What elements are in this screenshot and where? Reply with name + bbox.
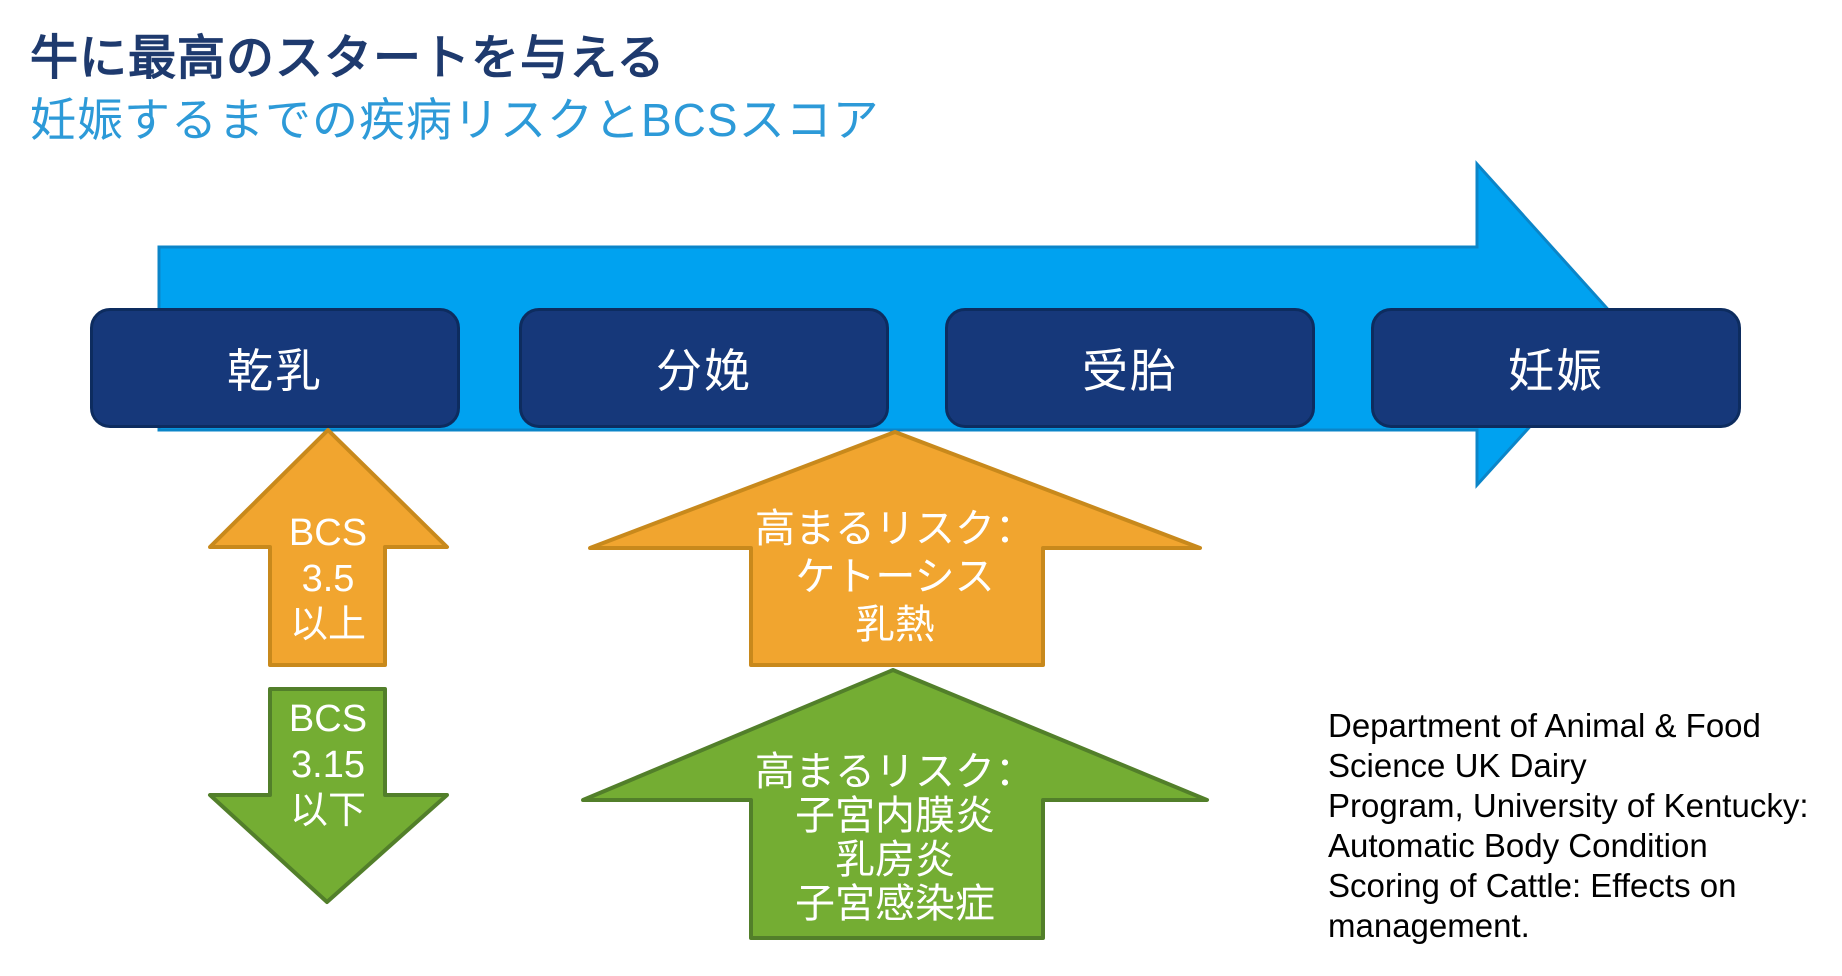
citation-block: Department of Animal & Food Science UK D… (1328, 706, 1809, 946)
bcs-high-up-arrow-icon (208, 428, 449, 667)
bcs-high-line: 以上 (289, 604, 367, 646)
bcs-low-line: 3.15 (291, 744, 365, 786)
bcs-high-line: BCS (288, 512, 368, 554)
bcs-low-line: BCS (288, 698, 368, 740)
stage-box-dry-off: 乾乳 (90, 308, 460, 428)
citation-line: Scoring of Cattle: Effects on (1328, 867, 1737, 904)
stage-box-pregnancy: 妊娠 (1371, 308, 1741, 428)
calving-risk-line: ケトーシス (795, 555, 995, 599)
bcs-low-down-arrow-icon (208, 687, 449, 904)
calving-risk-label: 高まるリスク： ケトーシス 乳熱 (755, 505, 1035, 649)
bcs-low-line: 以下 (289, 790, 367, 832)
calving-risk-line: 乳熱 (855, 603, 935, 647)
calving-risk-up-arrow-icon (588, 430, 1202, 667)
citation-line: management. (1328, 907, 1530, 944)
citation-line: Program, University of Kentucky: (1328, 787, 1809, 824)
slide-title: 牛に最高のスタートを与える (30, 32, 666, 85)
bcs-high-label: BCS 3.5 以上 (289, 510, 367, 648)
postpartum-risk-label: 高まるリスク： 子宮内膜炎 乳房炎 子宮感染症 (755, 750, 1035, 926)
bcs-high-line: 3.5 (301, 558, 355, 600)
slide-subtitle: 妊娠するまでの疾病リスクとBCSスコア (30, 94, 880, 146)
postpartum-risk-line: 乳房炎 (835, 838, 955, 882)
calving-risk-line: 高まるリスク： (755, 507, 1035, 551)
postpartum-risk-up-arrow-icon (581, 668, 1209, 940)
postpartum-risk-line: 子宮感染症 (795, 882, 995, 926)
postpartum-risk-line: 高まるリスク： (755, 750, 1035, 794)
citation-line: Science UK Dairy (1328, 747, 1587, 784)
stage-box-calving: 分娩 (519, 308, 889, 428)
bcs-low-label: BCS 3.15 以下 (289, 696, 367, 834)
stage-box-conception: 受胎 (945, 308, 1315, 428)
postpartum-risk-line: 子宮内膜炎 (795, 794, 995, 838)
citation-line: Department of Animal & Food (1328, 707, 1761, 744)
citation-line: Automatic Body Condition (1328, 827, 1708, 864)
